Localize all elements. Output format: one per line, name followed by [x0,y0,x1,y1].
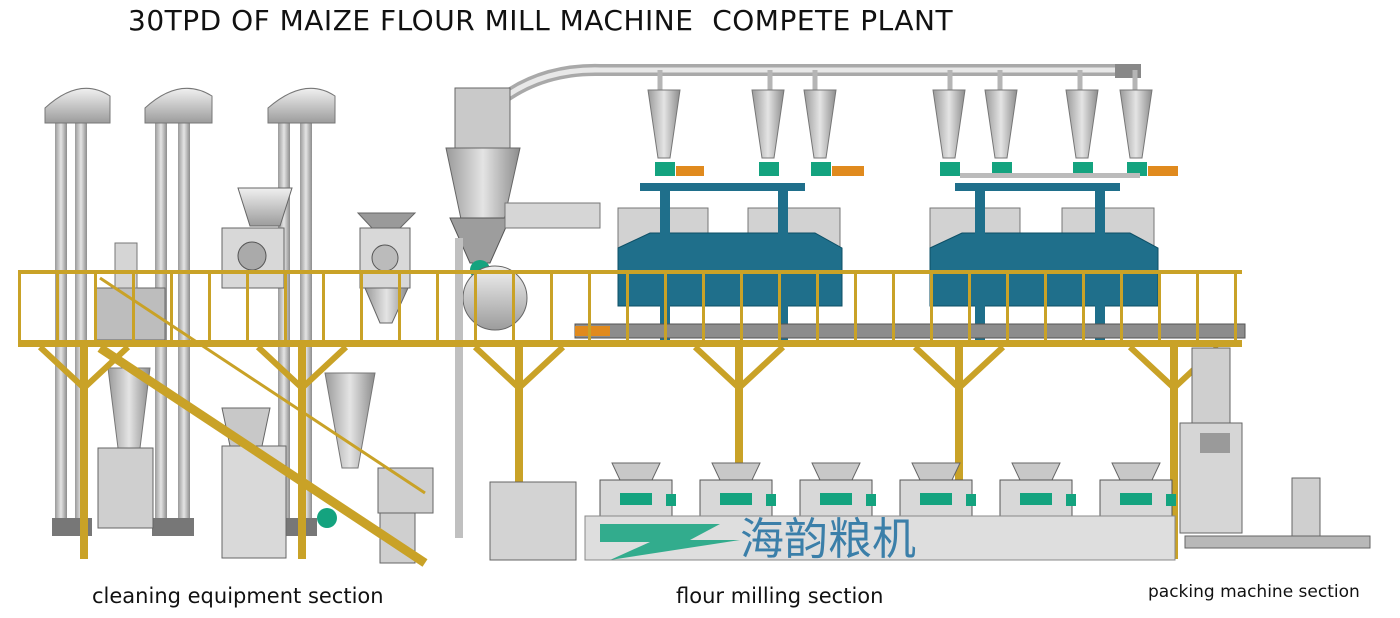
packing-section-label: packing machine section [1148,582,1360,602]
rail-post [474,270,477,342]
rail-post [170,270,173,342]
cyclone-row [647,89,1178,178]
rail-post [740,270,743,342]
rail-post [94,270,97,342]
rail-post [626,270,629,342]
rail-post [1158,270,1161,342]
rail-post [854,270,857,342]
roller-mill [899,462,976,517]
logo-mark [600,524,740,560]
rail-post [284,270,287,342]
bucket-elevators [44,87,336,536]
rail-post [1196,270,1199,342]
rail-post [1006,270,1009,342]
rail-post [360,270,363,342]
diagram-title: 30TPD OF MAIZE FLOUR MILL MACHINE COMPET… [128,4,954,37]
packing-machine [1179,347,1371,549]
milling-section-label: flour milling section [676,584,884,608]
rail-post [892,270,895,342]
steel-platform [18,270,1242,567]
bran-bin [489,481,577,561]
conveyor-motor [575,326,610,336]
roller-mills [599,462,1176,517]
rail-post [322,270,325,342]
rail-post [436,270,439,342]
rail-post [1234,270,1237,342]
rail-post [550,270,553,342]
rail-post [1120,270,1123,342]
rail-post [1044,270,1047,342]
rail-post [778,270,781,342]
roller-mill [599,462,676,517]
roller-mill [999,462,1076,517]
mill-base [584,515,1176,561]
watermark-text: 海韵粮机 [740,514,916,565]
plansifter-2 [929,183,1159,343]
cleaning-section-label: cleaning equipment section [92,584,384,608]
plansifter-1 [617,183,843,343]
rail-post [208,270,211,342]
rail-post [702,270,705,342]
roller-mill [799,462,876,517]
rail-post [1082,270,1085,342]
rail-post [664,270,667,342]
rail-post [132,270,135,342]
screw-conveyor [574,323,1246,339]
cyclone-fan [445,87,601,538]
rail-post [968,270,971,342]
roller-mill [1099,462,1176,517]
rail-post [930,270,933,342]
rail-post [398,270,401,342]
rail-post [18,270,21,342]
rail-post [56,270,59,342]
rail-post [512,270,515,342]
plant-illustration: 海韵粮机 [18,63,1371,567]
rail-post [588,270,591,342]
rail-post [816,270,819,342]
roller-mill [699,462,776,517]
rail-post [246,270,249,342]
